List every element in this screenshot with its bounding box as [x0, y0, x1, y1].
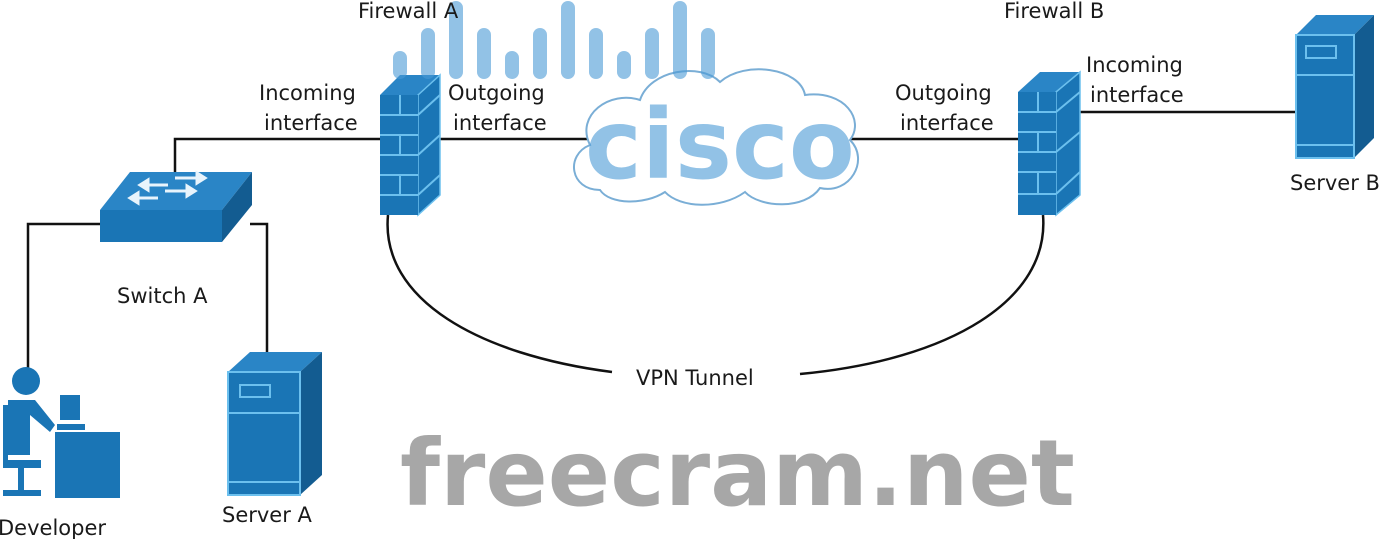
internet-cloud-icon — [573, 68, 860, 206]
switch-icon — [100, 170, 252, 242]
vpn-tunnel-arc-left — [386, 214, 613, 374]
server-a-icon — [227, 352, 322, 496]
server-b-icon — [1295, 15, 1374, 159]
link-switch-server-a — [250, 222, 269, 352]
cisco-watermark-text: cisco — [585, 89, 855, 201]
fw-b-outgoing-label-line1: Outgoing — [895, 81, 992, 105]
connections — [26, 110, 1296, 376]
server-a-label: Server A — [222, 503, 313, 527]
fw-b-incoming-label-line2: interface — [1090, 83, 1184, 107]
vpn-tunnel-label: VPN Tunnel — [636, 366, 754, 390]
fw-a-incoming-label-line1: Incoming — [259, 81, 356, 105]
switch-a-label: Switch A — [117, 284, 208, 308]
fw-a-outgoing-label-line1: Outgoing — [448, 81, 545, 105]
developer-label: Developer — [0, 516, 106, 539]
link-switch-firewall-a — [173, 137, 382, 172]
fw-b-incoming-label-line1: Incoming — [1086, 53, 1183, 77]
developer-icon — [3, 367, 120, 498]
fw-a-outgoing-label-line2: interface — [453, 111, 547, 135]
vpn-tunnel-arc-right — [799, 214, 1045, 376]
firewall-a-icon — [380, 73, 441, 217]
freecram-watermark: freecram.net — [400, 420, 1075, 527]
server-b-label: Server B — [1290, 171, 1380, 195]
firewall-b-label: Firewall B — [1004, 0, 1104, 23]
cisco-watermark-logo — [393, 1, 715, 79]
fw-a-incoming-label-line2: interface — [264, 111, 358, 135]
fw-b-outgoing-label-line2: interface — [900, 111, 994, 135]
firewall-b-icon — [1018, 70, 1081, 217]
firewall-a-label: Firewall A — [358, 0, 459, 23]
link-switch-developer — [26, 222, 102, 368]
